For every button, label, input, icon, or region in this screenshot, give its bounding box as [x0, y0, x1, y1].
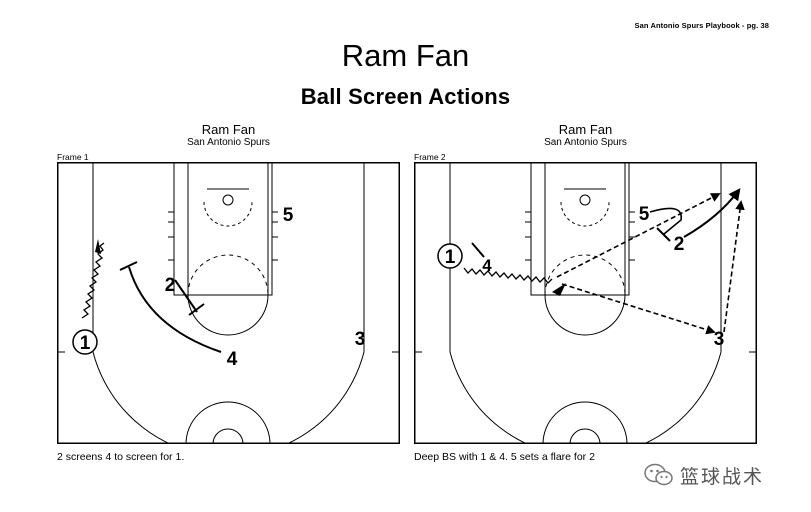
player-4-label: 4 — [482, 256, 492, 275]
court-frame-1: 1 2 3 4 5 — [57, 162, 400, 444]
frame-1-players: 1 2 3 4 5 — [72, 205, 366, 370]
frame-1-play-name: Ram Fan — [201, 122, 256, 137]
frame-1-actions — [81, 239, 222, 353]
frame-1-team: San Antonio Spurs — [187, 137, 270, 148]
frame-2-play-name: Ram Fan — [558, 122, 613, 137]
frame-2-header: Ram Fan San Antonio Spurs — [414, 122, 757, 149]
dribble-path-1 — [81, 242, 105, 319]
watermark-text: 篮球战术 — [680, 466, 765, 488]
screen-cut-4 — [128, 266, 222, 353]
watermark: 篮球战术 — [640, 460, 800, 490]
player-5-label: 5 — [639, 204, 650, 225]
frame-2-players: 1 2 3 4 5 — [437, 204, 725, 350]
page-subtitle: Ball Screen Actions — [300, 84, 511, 109]
player-1-label: 1 — [80, 333, 91, 354]
cut-2 — [683, 188, 741, 238]
player-2-label: 2 — [674, 234, 685, 255]
player-1-marker — [72, 329, 98, 355]
court-lines — [414, 162, 757, 444]
court-frame-2: 1 2 3 4 5 — [414, 162, 757, 444]
screen-cut-2 — [174, 279, 198, 313]
page-title: Ram Fan — [341, 38, 470, 73]
frame-2-team: San Antonio Spurs — [544, 137, 627, 148]
player-3-label: 3 — [714, 329, 725, 350]
frame-1-label: Frame 1 — [57, 152, 89, 162]
header-note: San Antonio Spurs Playbook - pg. 38 — [634, 21, 769, 30]
player-3-label: 3 — [355, 329, 366, 350]
frame-2-actions — [463, 188, 745, 335]
player-2-label: 2 — [165, 275, 176, 296]
player-1-label: 1 — [445, 247, 456, 268]
player-4-label: 4 — [227, 349, 238, 370]
player-1-marker — [437, 243, 463, 269]
court-lines — [57, 162, 400, 444]
frame-1-header: Ram Fan San Antonio Spurs — [57, 122, 400, 149]
frame-1-caption: 2 screens 4 to screen for 1. — [57, 451, 185, 463]
dribble-path-1 — [463, 267, 553, 284]
frame-2-label: Frame 2 — [414, 152, 446, 162]
frame-2-caption: Deep BS with 1 & 4. 5 sets a flare for 2 — [414, 451, 595, 463]
player-5-label: 5 — [283, 205, 294, 226]
wechat-icon — [644, 463, 673, 486]
flare-screen-5 — [649, 207, 682, 235]
